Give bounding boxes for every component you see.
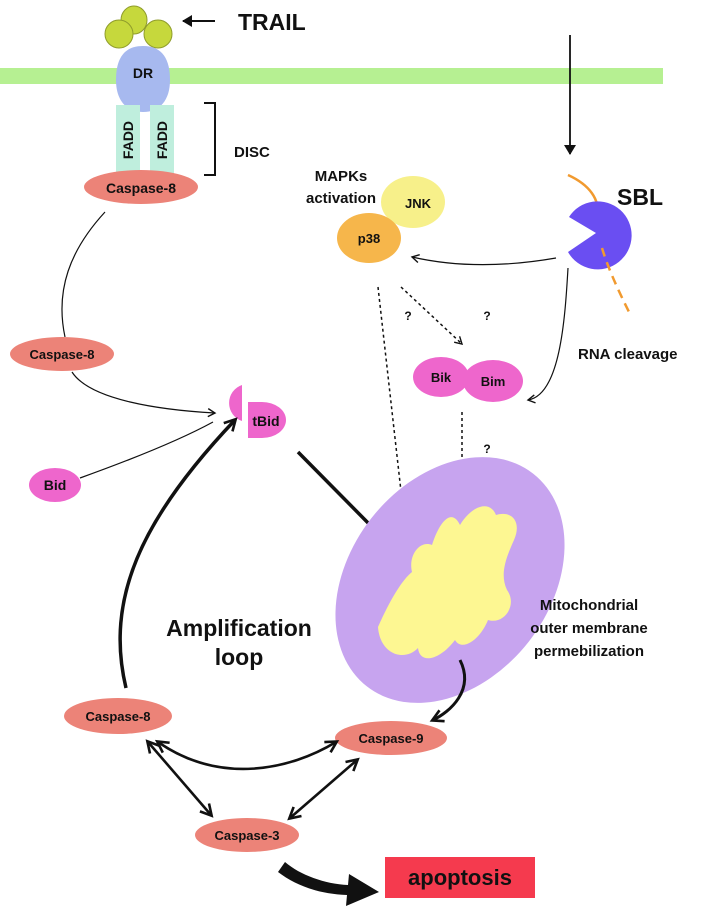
question-mark-2: ? (483, 309, 490, 323)
bid-to-tbid-line (79, 421, 214, 479)
apoptosis-box (385, 857, 535, 898)
fadd-right (150, 105, 174, 175)
fadd-left-label: FADD (120, 121, 136, 159)
caspase8-free (10, 337, 114, 371)
jnk-label: JNK (405, 196, 432, 211)
mito-label-line3: permebilization (534, 643, 644, 660)
mito-label-line1: Mitochondrial (540, 597, 638, 614)
jnk-node (381, 176, 445, 228)
trail-label: TRAIL (238, 9, 306, 35)
caspase9-node (335, 721, 447, 755)
caspase8-release-line (61, 211, 106, 338)
mapks-to-bim-dotted-arrow (400, 286, 464, 345)
trail-ligand (104, 5, 173, 49)
disc-label: DISC (234, 144, 270, 161)
caspase8-disc (84, 170, 198, 204)
disc-bracket (204, 102, 216, 176)
sbl-node (568, 201, 632, 270)
bik-node (413, 357, 469, 397)
question-mark-1: ? (404, 309, 411, 323)
sbl-label: SBL (617, 184, 663, 210)
caspase3-node (195, 818, 299, 852)
bim-label: Bim (481, 374, 506, 389)
caspase9-label: Caspase-9 (358, 731, 423, 746)
amplification-label-line2: loop (215, 644, 264, 670)
caspase9-caspase3-arrow (287, 757, 360, 821)
bik-label: Bik (431, 370, 452, 385)
mapks-label-line2: activation (306, 190, 376, 207)
amplification-arrow (118, 417, 238, 689)
caspase8-free-label: Caspase-8 (29, 347, 94, 362)
question-mark-3: ? (483, 442, 490, 456)
tbid-to-mito-arrow (296, 450, 381, 536)
caspase8-disc-label: Caspase-8 (106, 180, 176, 196)
mapks-label-line1: MAPKs (315, 168, 368, 185)
death-receptor (116, 46, 170, 112)
tbid-label: tBid (252, 413, 279, 429)
mitochondrion (335, 457, 565, 703)
sbl-rna-lower (600, 247, 632, 315)
fadd-right-label: FADD (154, 121, 170, 159)
apoptosis-label: apoptosis (408, 865, 512, 890)
mapks-to-mito-dotted-arrow (377, 286, 408, 520)
sbl-to-bim-arrow (526, 267, 569, 404)
mito-label-line2: outer membrane (530, 620, 648, 637)
caspase8-to-tbid-arrow (71, 371, 217, 418)
caspase3-label: Caspase-3 (214, 828, 279, 843)
tbid-node (248, 402, 286, 438)
p38-node (337, 213, 401, 263)
caspase8-caspase3-arrow (145, 739, 214, 818)
p38-label: p38 (358, 231, 380, 246)
caspase8-loop-label: Caspase-8 (85, 709, 150, 724)
amplification-label-line1: Amplification (166, 615, 312, 641)
cell-membrane (0, 68, 663, 84)
bid-label: Bid (44, 477, 67, 493)
tbid-fragment-left (229, 385, 242, 421)
caspase3-to-apoptosis-arrow (278, 862, 379, 906)
rna-cleavage-label: RNA cleavage (578, 346, 678, 363)
fadd-left (116, 105, 140, 175)
caspase8-loop (64, 698, 172, 734)
caspase8-caspase9-arrow (154, 739, 340, 771)
mito-to-caspase9-arrow (429, 659, 467, 723)
sbl-to-mapks-arrow (410, 253, 557, 266)
bid-node (29, 468, 81, 502)
dr-label: DR (133, 65, 153, 81)
bim-node (463, 360, 523, 402)
